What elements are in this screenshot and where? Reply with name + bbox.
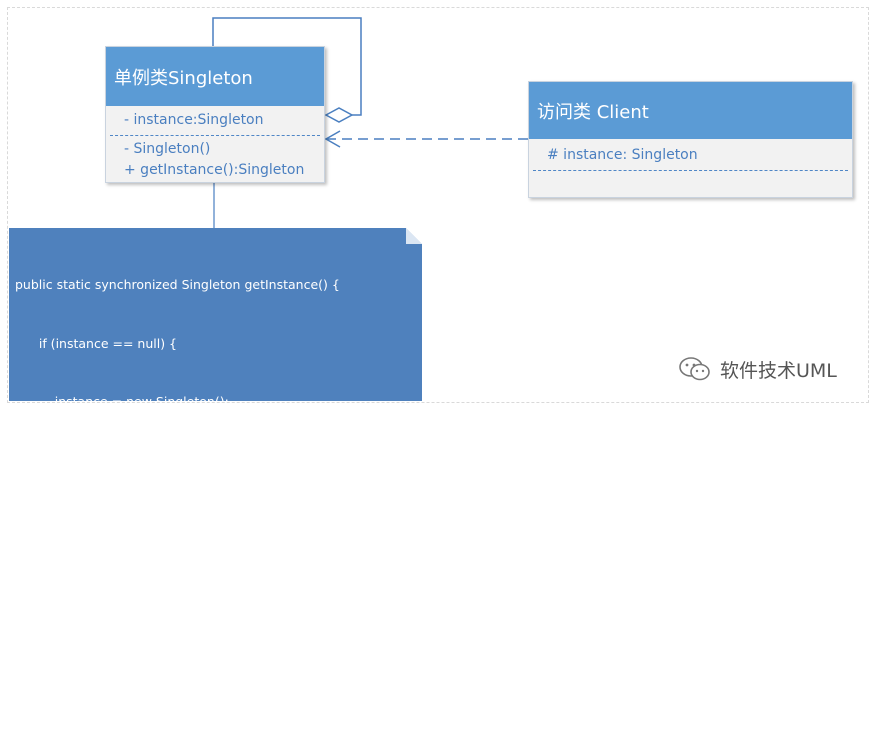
singleton-class-name: 单例类Singleton [106, 47, 324, 106]
aggregation-diamond [324, 107, 354, 123]
code-line: instance = new Singleton(); [15, 394, 229, 409]
code-line: if (instance == null) { [15, 335, 178, 351]
client-attributes: # instance: Singleton [529, 139, 852, 166]
watermark: 软件技术UML [678, 355, 837, 383]
singleton-operation: - Singleton() [124, 141, 211, 157]
singleton-operation: + getInstance():Singleton [124, 162, 305, 178]
dependency-arrowhead [324, 130, 341, 148]
code-line: System.out.println("已存在单例对象"); [15, 511, 308, 526]
client-attribute: # instance: Singleton [547, 147, 698, 163]
note-folded-corner [406, 228, 422, 244]
wechat-icon [679, 357, 710, 381]
code-line: public static synchronized Singleton get… [15, 277, 340, 292]
code-note: public static synchronized Singleton get… [9, 228, 422, 401]
watermark-text: 软件技术UML [720, 359, 837, 382]
code-line: } [15, 569, 51, 585]
code-block: public static synchronized Singleton get… [15, 236, 340, 702]
singleton-class: 单例类Singleton - instance:Singleton - Sing… [105, 46, 325, 183]
compartment-separator [533, 170, 848, 171]
singleton-attributes: - instance:Singleton [106, 106, 324, 131]
singleton-attribute: - instance:Singleton [124, 112, 264, 128]
code-line: } else { [15, 452, 89, 468]
self-association-line [212, 17, 362, 116]
compartment-separator [110, 135, 320, 136]
diagram-canvas [7, 7, 869, 403]
code-line: } [15, 686, 31, 702]
connector-layer [212, 17, 528, 228]
code-line: return instance; [15, 628, 139, 643]
client-class: 访问类 Client # instance: Singleton [528, 81, 853, 198]
client-class-name: 访问类 Client [529, 82, 852, 139]
singleton-operations: - Singleton() + getInstance():Singleton [106, 139, 324, 181]
